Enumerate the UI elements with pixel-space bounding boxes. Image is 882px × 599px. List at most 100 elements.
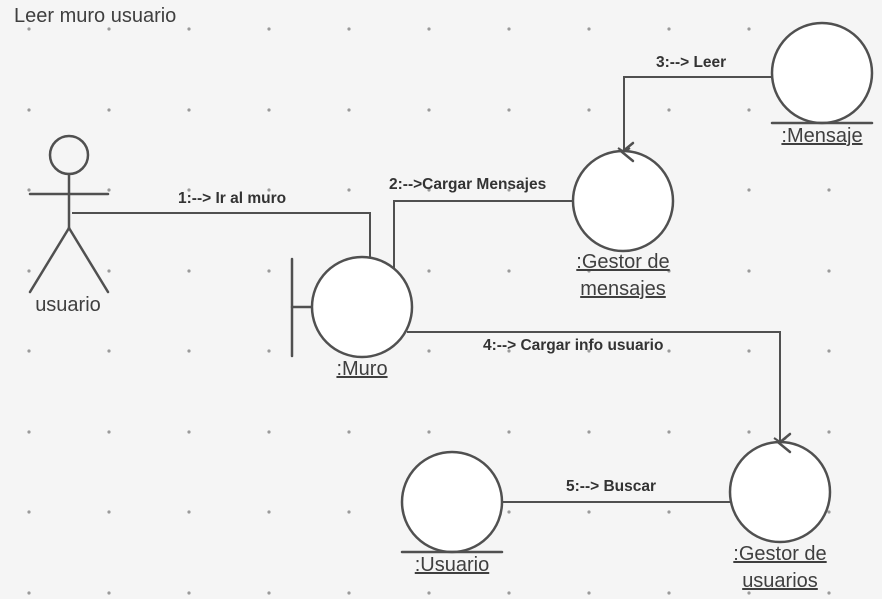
gestor-usuarios-circle [728,440,832,544]
boundary-object-muro [290,255,414,359]
grid-dot [427,591,431,595]
diagram-title: Leer muro usuario [14,5,177,27]
link-muro-gestor-usuarios [407,331,781,442]
grid-dot [267,108,271,112]
link-usuario-muro [72,212,371,260]
grid-dot [267,430,271,434]
muro-label: :Muro [336,358,387,380]
grid-dot [347,27,351,31]
grid-dot [187,27,191,31]
grid-dot [667,108,671,112]
grid-dot [107,269,111,273]
grid-dot [107,349,111,353]
grid-dot [27,349,31,353]
grid-dot [267,349,271,353]
grid-dot [267,510,271,514]
grid-dot [747,430,751,434]
grid-dot [27,108,31,112]
grid-dot [27,27,31,31]
grid-dot [667,430,671,434]
grid-dot [347,510,351,514]
grid-dot [667,27,671,31]
entity-object-usuario [400,450,504,554]
grid-dot [187,591,191,595]
grid-dot [827,269,831,273]
message-label-5: 5:--> Buscar [566,478,656,495]
grid-dot [187,108,191,112]
gestor-mensajes-label-line2: mensajes [580,278,666,300]
usuario-circle [400,450,504,554]
grid-dot [107,188,111,192]
grid-dot [27,188,31,192]
grid-dot [507,510,511,514]
grid-dot [667,510,671,514]
grid-dot [587,430,591,434]
grid-dot [27,591,31,595]
gestor-usuarios-label-line1: :Gestor de [733,543,826,565]
grid-dot [747,349,751,353]
grid-dot [347,430,351,434]
link-muro-gestor-mensajes [393,200,575,268]
grid-dot [427,349,431,353]
actor-head [48,134,90,176]
grid-dot [827,430,831,434]
link-mensaje-gestor-mensajes [623,76,772,152]
grid-dot [347,108,351,112]
grid-dot [747,591,751,595]
grid-dot [587,591,591,595]
grid-dot [747,188,751,192]
grid-dot [27,269,31,273]
grid-dot [587,108,591,112]
actor-figure [28,134,110,294]
grid-dot [107,510,111,514]
control-arrow [777,432,792,454]
grid-dot [507,188,511,192]
grid-dot [267,188,271,192]
muro-circle [310,255,414,359]
grid-dot [507,349,511,353]
grid-dot [27,510,31,514]
grid-dot [827,349,831,353]
grid-dot [827,591,831,595]
gestor-mensajes-circle [571,149,675,253]
grid-dot [27,430,31,434]
grid-dot [267,27,271,31]
grid-dot [827,510,831,514]
usuario-object-label: :Usuario [415,554,489,576]
grid-dot [507,27,511,31]
grid-dot [427,27,431,31]
grid-dot [347,591,351,595]
gestor-mensajes-label-line1: :Gestor de [576,251,669,273]
control-arrow [620,141,635,163]
actor-left-leg [28,226,71,294]
mensaje-circle [770,21,874,125]
grid-dot [747,108,751,112]
grid-dot [747,269,751,273]
mensaje-label: :Mensaje [781,125,862,147]
grid-dot [667,591,671,595]
grid-dot [107,430,111,434]
grid-dot [187,510,191,514]
grid-dot [347,188,351,192]
grid-dot [667,269,671,273]
entity-object-mensaje [770,21,874,125]
actor-label: usuario [35,294,101,316]
message-label-3: 3:--> Leer [656,54,726,71]
grid-dot [107,591,111,595]
grid-dot [187,430,191,434]
control-object-gestor-usuarios [728,432,832,544]
grid-dot [427,430,431,434]
grid-dot [507,269,511,273]
message-label-1: 1:--> Ir al muro [178,190,286,207]
grid-dot [587,349,591,353]
grid-dot [507,591,511,595]
grid-dot [187,349,191,353]
grid-dot [427,108,431,112]
grid-dot [587,510,591,514]
grid-dot [267,591,271,595]
grid-dot [107,27,111,31]
gestor-usuarios-label-line2: usuarios [742,570,818,592]
grid-dot [667,349,671,353]
message-label-4: 4:--> Cargar info usuario [483,337,663,354]
